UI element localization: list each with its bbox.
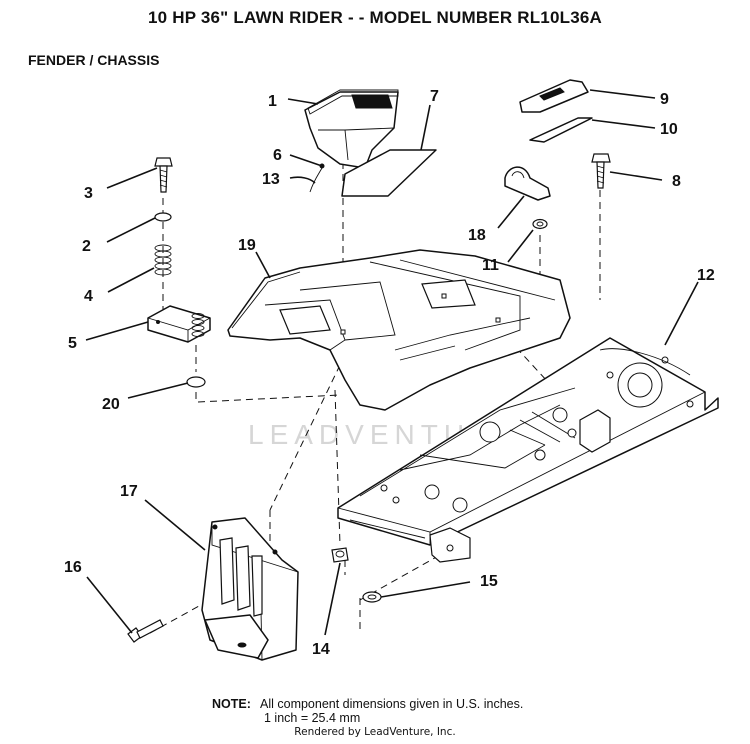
callout-10: 10 — [660, 121, 678, 138]
callout-18: 18 — [468, 227, 486, 244]
callout-labels: 1 2 3 4 5 6 7 8 9 10 11 12 13 14 15 16 1… — [64, 88, 715, 658]
washer-20 — [186, 376, 206, 388]
callout-5: 5 — [68, 335, 77, 352]
callout-6: 6 — [273, 147, 282, 164]
callout-11: 11 — [482, 257, 499, 274]
nut-14 — [331, 547, 349, 563]
callout-9: 9 — [660, 91, 669, 108]
callout-12: 12 — [697, 267, 715, 284]
callout-20: 20 — [102, 396, 120, 413]
nut-11 — [532, 218, 548, 230]
cover-plate-9 — [519, 79, 589, 113]
callout-14: 14 — [312, 641, 330, 658]
bolt-16 — [127, 619, 164, 643]
leader-lines — [85, 89, 699, 636]
callout-15: 15 — [480, 573, 498, 590]
storage-box — [304, 89, 399, 169]
callout-2: 2 — [82, 238, 91, 255]
callout-17: 17 — [120, 483, 138, 500]
callout-16: 16 — [64, 559, 82, 576]
dimension-note: NOTE: All component dimensions given in U… — [212, 697, 523, 725]
cable-tie — [309, 163, 325, 193]
assembly-lines — [149, 150, 601, 634]
callout-3: 3 — [84, 185, 93, 202]
mount-bracket-5 — [147, 305, 211, 343]
note-line-2: 1 inch = 25.4 mm — [264, 711, 361, 725]
note-line-1: All component dimensions given in U.S. i… — [260, 697, 524, 711]
plate-10 — [529, 117, 593, 143]
washer-2 — [154, 212, 172, 222]
callout-4: 4 — [84, 288, 93, 305]
callout-8: 8 — [672, 173, 681, 190]
note-label: NOTE: — [212, 697, 251, 711]
spring-4 — [154, 244, 172, 276]
fender-mat — [341, 149, 437, 197]
fender-pan — [227, 249, 571, 411]
callout-7: 7 — [430, 88, 439, 105]
bolt-3 — [154, 157, 173, 193]
diagram-title: 10 HP 36" LAWN RIDER - - MODEL NUMBER RL… — [148, 8, 602, 27]
chassis-frame — [337, 337, 719, 563]
section-title: FENDER / CHASSIS — [28, 52, 160, 68]
bolt-8 — [591, 153, 611, 189]
render-credit: Rendered by LeadVenture, Inc. — [294, 726, 456, 738]
clamp-18 — [504, 166, 551, 201]
washer-15 — [362, 591, 382, 603]
front-bracket-17 — [201, 517, 299, 661]
callout-19: 19 — [238, 237, 256, 254]
callout-13: 13 — [262, 171, 280, 188]
callout-1: 1 — [268, 93, 277, 110]
